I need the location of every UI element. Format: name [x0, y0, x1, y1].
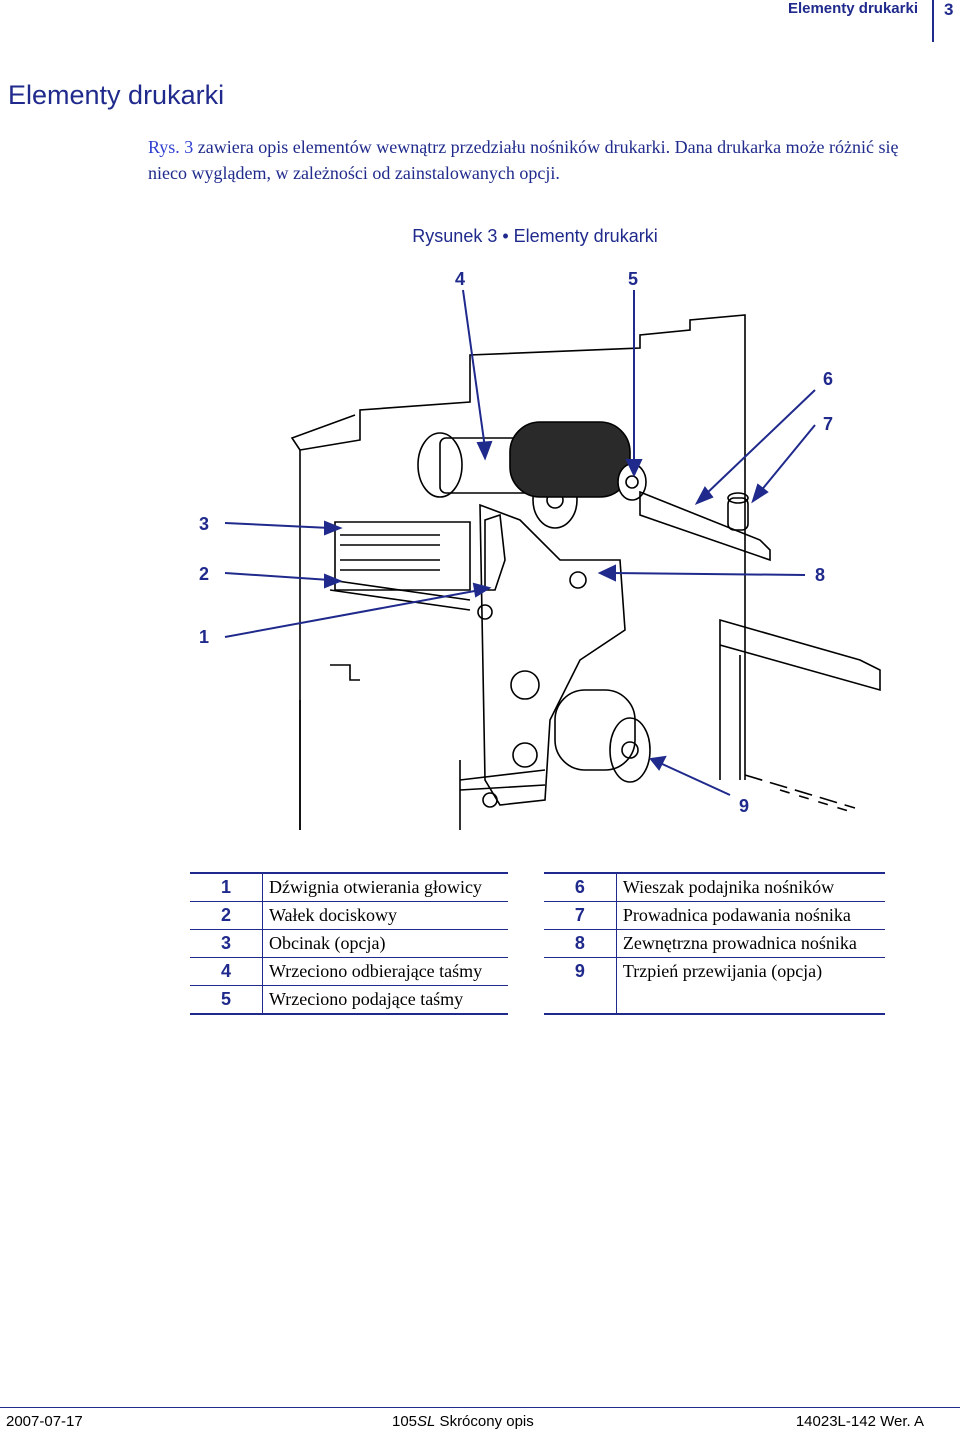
legend-label: Obcinak (opcja): [261, 929, 508, 958]
callout-6: 6: [823, 369, 833, 389]
legend-row: 2 Wałek dociskowy 7 Prowadnica podawania…: [190, 901, 885, 930]
outer-media-guide: [719, 618, 881, 780]
legend-num: 3: [190, 929, 263, 958]
figure-caption: Rysunek 3 • Elementy drukarki: [412, 226, 658, 246]
legend-label: Wałek dociskowy: [261, 901, 508, 930]
legend-label: Prowadnica podawania nośnika: [615, 901, 885, 930]
legend-row: 1 Dźwignia otwierania głowicy 6 Wieszak …: [190, 872, 885, 902]
callout-labels: 4 5 6 7 3 2 8 1 9: [199, 269, 833, 816]
media-path-dashes: [744, 774, 856, 809]
legend-num: 9: [574, 961, 585, 981]
callout-5: 5: [628, 269, 638, 289]
legend-label: Zewnętrzna prowadnica nośnika: [615, 929, 885, 958]
side-plate: [479, 503, 626, 806]
frame-top-edge: [290, 414, 356, 451]
legend-num: 1: [190, 872, 263, 902]
legend-num: 5: [190, 985, 263, 1015]
callout-4: 4: [455, 269, 465, 289]
legend-row: 5 Wrzeciono podające taśmy: [190, 985, 885, 1015]
legend-num: 4: [190, 957, 263, 986]
printer-illustration: [290, 314, 881, 830]
footer-doc-code: 14023L-142 Wer. A: [795, 1413, 924, 1430]
legend-label: Trzpień przewijania (opcja): [615, 957, 885, 986]
legend-table: 1 Dźwignia otwierania głowicy 6 Wieszak …: [190, 872, 885, 1015]
running-header-title: Elementy drukarki: [787, 0, 918, 17]
frame-back-panel: [299, 314, 746, 830]
footer-divider: [0, 1407, 960, 1408]
ribbon-supply-spindle: [509, 421, 647, 501]
callout-7: 7: [823, 414, 833, 434]
footer-doc-title: 105SL Skrócony opis: [392, 1413, 534, 1430]
lower-frame-left: [299, 664, 461, 830]
legend-num: 7: [543, 901, 617, 930]
legend-num: 2: [190, 901, 263, 930]
callout-1: 1: [199, 627, 209, 647]
callout-2: 2: [199, 564, 209, 584]
legend-label: Wieszak podajnika nośników: [615, 872, 885, 902]
callout-8: 8: [815, 565, 825, 585]
callout-3: 3: [199, 514, 209, 534]
figure-reference-link[interactable]: Rys. 3: [148, 137, 194, 157]
rewind-spindle: [459, 689, 651, 808]
section-title: Elementy drukarki: [8, 80, 225, 110]
legend-label: Wrzeciono podające taśmy: [261, 985, 508, 1015]
printer-components-figure: 4 5 6 7 3 2 8 1 9: [199, 269, 881, 830]
legend-num: 8: [543, 929, 617, 958]
footer-date: 2007-07-17: [6, 1413, 83, 1430]
legend-label: Wrzeciono odbierające taśmy: [261, 957, 508, 986]
printhead-assembly: [329, 521, 493, 620]
header-divider: [932, 0, 934, 42]
intro-paragraph: Rys. 3 zawiera opis elementów wewnątrz p…: [148, 134, 938, 186]
legend-num: 6: [543, 872, 617, 902]
callout-arrows: [224, 289, 816, 796]
page-number: 3: [944, 0, 954, 19]
legend-row: 3 Obcinak (opcja) 8 Zewnętrzna prowadnic…: [190, 929, 885, 958]
callout-9: 9: [739, 796, 749, 816]
media-hanger: [639, 490, 771, 562]
legend-label: Dźwignia otwierania głowicy: [261, 872, 508, 902]
legend-row: 4 Wrzeciono odbierające taśmy 9 Trzpień …: [190, 957, 885, 986]
intro-text: zawiera opis elementów wewnątrz przedzia…: [148, 137, 899, 183]
head-open-lever: [484, 513, 506, 591]
